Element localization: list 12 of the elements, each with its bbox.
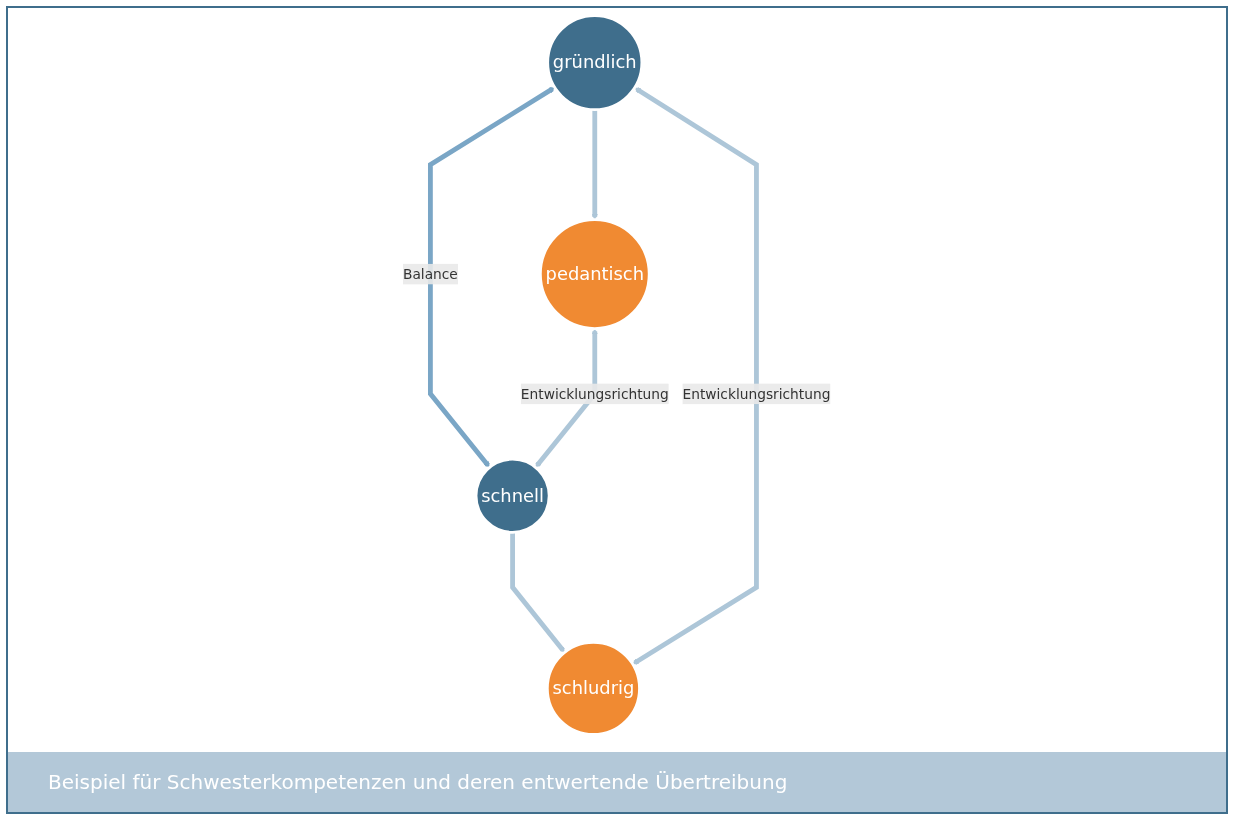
node-circle: schnell <box>475 457 551 534</box>
caption: Beispiel für Schwesterkompetenzen und deren entwertende Übertreibung <box>8 752 1226 812</box>
node-circle: pedantisch <box>539 218 651 330</box>
arrow <box>510 532 566 653</box>
edge-label: Entwicklungsrichtung <box>521 385 670 403</box>
node-circle: gründlich <box>546 14 644 112</box>
node-circle: schludrig <box>546 640 642 736</box>
edge-label: Entwicklungsrichtung <box>682 385 831 403</box>
arrow <box>592 109 599 220</box>
arrow <box>632 87 760 665</box>
arrow <box>428 86 556 468</box>
edge-label: Balance <box>403 265 459 283</box>
